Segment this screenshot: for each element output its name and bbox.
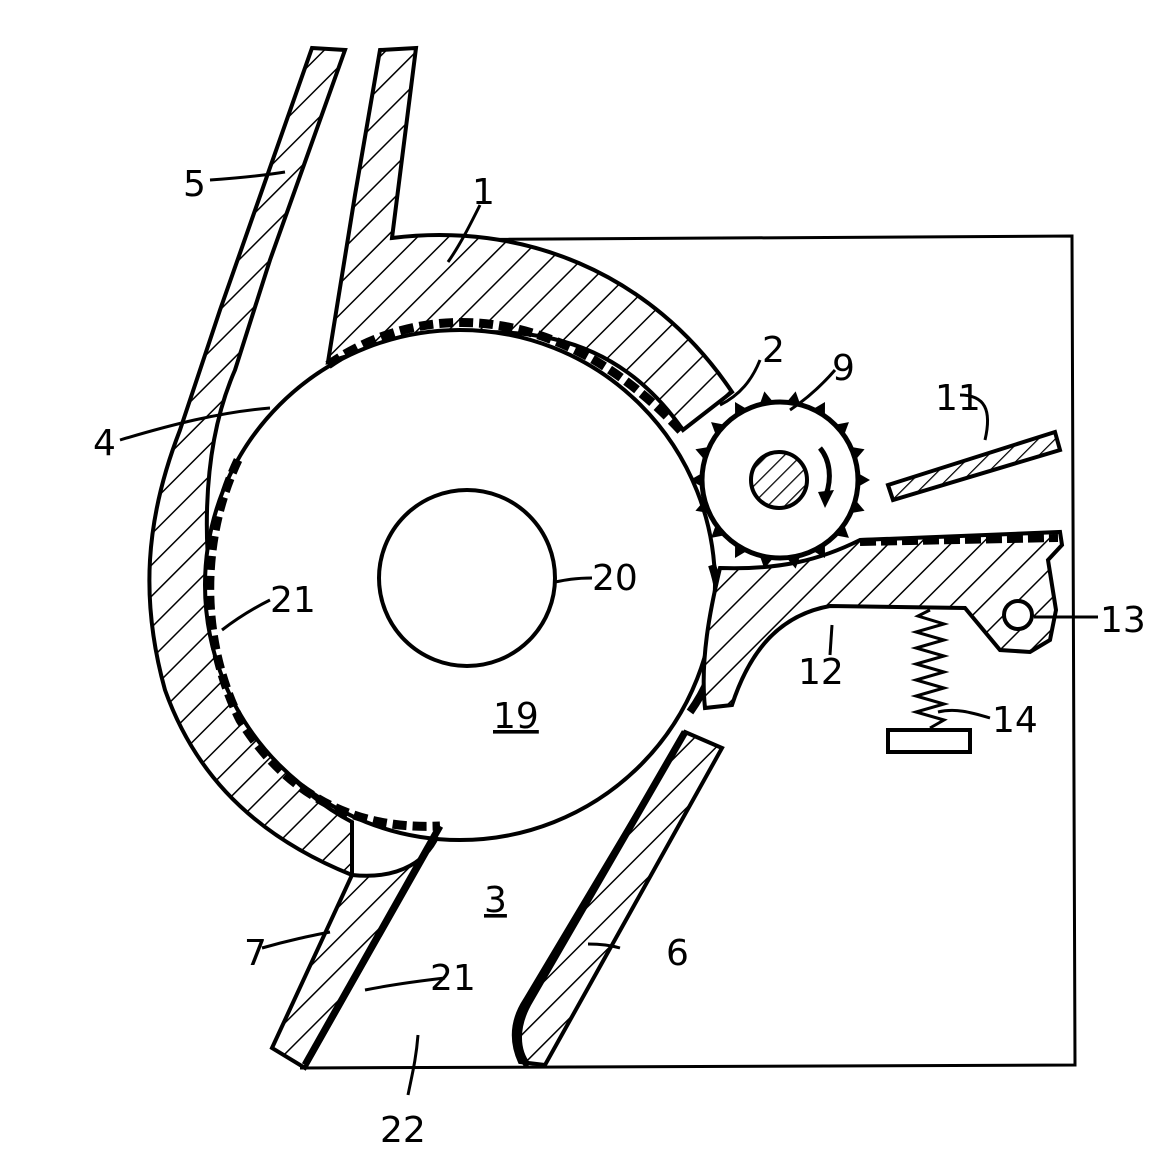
label-9: 9	[832, 348, 855, 389]
label-21-lower: 21	[430, 958, 476, 999]
label-13: 13	[1100, 600, 1146, 641]
lever-strip	[860, 538, 1058, 542]
label-6: 6	[666, 933, 689, 974]
pivot-pin	[1004, 601, 1032, 629]
cutting-blade	[888, 432, 1060, 500]
rotor-shaft	[379, 490, 555, 666]
label-22: 22	[380, 1110, 426, 1151]
spring-base	[888, 730, 970, 752]
label-12: 12	[798, 652, 844, 693]
label-7: 7	[244, 933, 267, 974]
label-3: 3	[484, 880, 507, 921]
roller-tooth	[858, 473, 870, 487]
label-21-upper: 21	[270, 580, 316, 621]
label-11: 11	[935, 378, 981, 419]
label-19: 19	[493, 696, 539, 737]
label-5: 5	[183, 164, 206, 205]
label-1: 1	[472, 172, 495, 213]
label-4: 4	[93, 423, 116, 464]
label-14: 14	[992, 700, 1038, 741]
label-20: 20	[592, 558, 638, 599]
feed-roller-axle	[751, 452, 807, 508]
label-2: 2	[762, 330, 785, 371]
